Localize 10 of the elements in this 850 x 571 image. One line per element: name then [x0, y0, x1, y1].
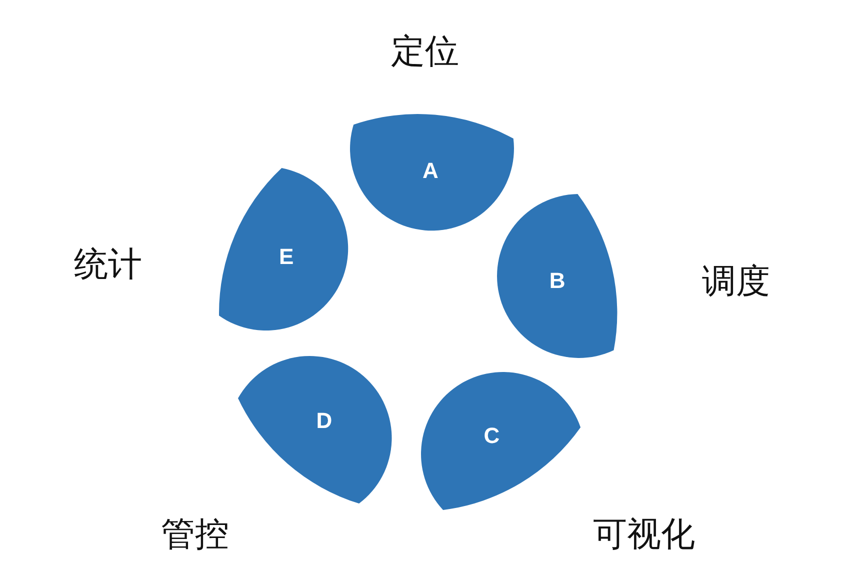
petal-letter: A — [422, 160, 438, 182]
category-label: 调度 — [702, 263, 770, 301]
category-label: 统计 — [74, 246, 142, 284]
petal-letter: E — [279, 246, 294, 268]
petal-letter: B — [549, 270, 566, 292]
category-label: 管控 — [161, 516, 229, 554]
petal-letter: D — [316, 410, 332, 432]
petal-letter: C — [484, 424, 500, 447]
category-label: 定位 — [390, 33, 459, 71]
category-label: 可视化 — [592, 516, 695, 554]
